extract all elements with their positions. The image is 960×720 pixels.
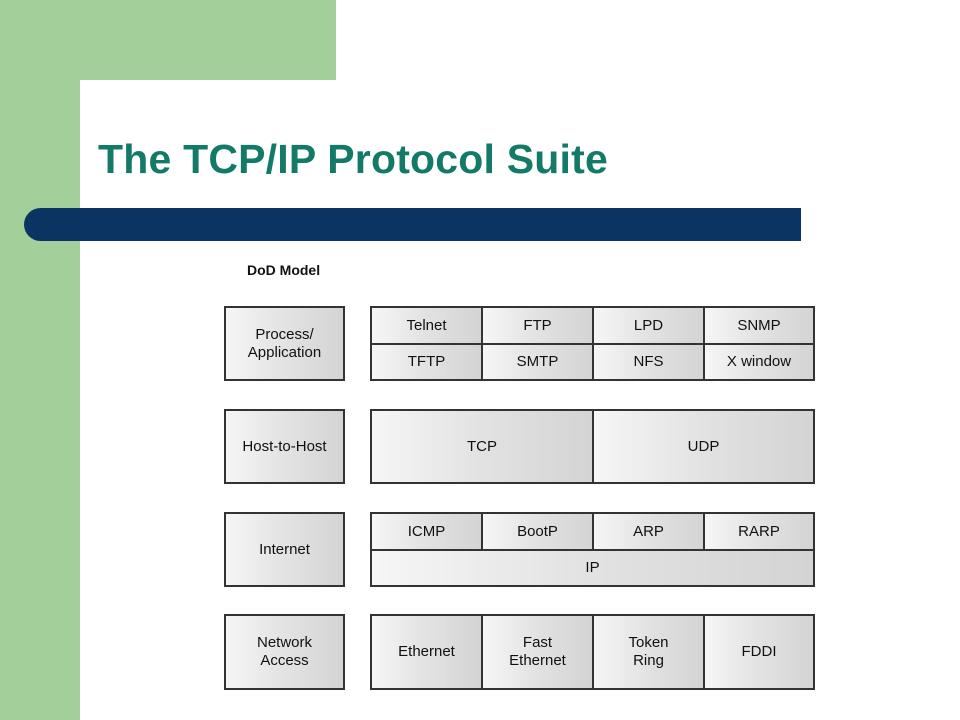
layer-internet: Internet <box>224 512 345 587</box>
layer-process-application: Process/ Application <box>224 306 345 381</box>
protocols-host-to-host: TCP UDP <box>370 409 815 484</box>
protocol-nfs: NFS <box>594 345 705 379</box>
layer-label: Host-to-Host <box>242 437 327 455</box>
protocol-rarp: RARP <box>705 514 813 551</box>
protocol-ethernet: Ethernet <box>372 616 483 688</box>
layer-label: Network Access <box>256 634 312 669</box>
protocol-fast-ethernet: Fast Ethernet <box>483 616 594 688</box>
protocol-ftp: FTP <box>483 308 594 345</box>
protocols-network-access: Ethernet Fast Ethernet Token Ring FDDI <box>370 614 815 690</box>
protocol-smtp: SMTP <box>483 345 594 379</box>
title-rule <box>24 208 801 241</box>
protocol-udp: UDP <box>594 411 813 482</box>
protocol-ip: IP <box>372 551 813 585</box>
header-decoration <box>0 0 336 80</box>
content-panel <box>80 80 960 720</box>
protocol-bootp: BootP <box>483 514 594 551</box>
protocol-tcp: TCP <box>372 411 594 482</box>
protocols-process-application: Telnet FTP LPD SNMP TFTP SMTP NFS X wind… <box>370 306 815 381</box>
sidebar-decoration <box>0 0 80 720</box>
layer-host-to-host: Host-to-Host <box>224 409 345 484</box>
protocol-x-window: X window <box>705 345 813 379</box>
protocols-internet: ICMP BootP ARP RARP IP <box>370 512 815 587</box>
protocol-token-ring: Token Ring <box>594 616 705 688</box>
slide-title: The TCP/IP Protocol Suite <box>98 136 608 182</box>
protocol-telnet: Telnet <box>372 308 483 345</box>
layer-label: Process/ Application <box>247 325 322 361</box>
protocol-snmp: SNMP <box>705 308 813 345</box>
protocol-icmp: ICMP <box>372 514 483 551</box>
layer-network-access: Network Access <box>224 614 345 690</box>
layer-label: Internet <box>259 540 310 558</box>
protocol-tftp: TFTP <box>372 345 483 379</box>
protocol-lpd: LPD <box>594 308 705 345</box>
protocol-fddi: FDDI <box>705 616 813 688</box>
dod-model-label: DoD Model <box>247 262 321 278</box>
protocol-arp: ARP <box>594 514 705 551</box>
